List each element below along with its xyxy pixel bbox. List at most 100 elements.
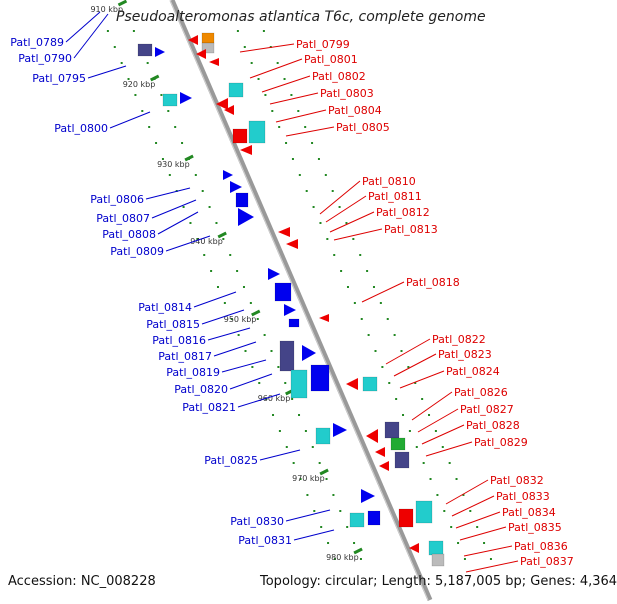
right-leader-line xyxy=(361,281,405,303)
track-dot xyxy=(201,190,204,192)
track-dot xyxy=(313,510,316,512)
gene-feature xyxy=(228,82,244,98)
track-dot xyxy=(285,142,288,144)
track-dot xyxy=(457,542,460,544)
track-dot xyxy=(216,286,219,288)
right-leader-line xyxy=(451,495,495,517)
track-dot xyxy=(317,158,320,160)
track-dot xyxy=(483,542,486,544)
track-dot xyxy=(106,30,109,32)
track-dot xyxy=(270,350,273,352)
right-leader-line xyxy=(239,43,295,53)
left-leader-line xyxy=(213,341,257,357)
gene-feature xyxy=(232,128,248,144)
track-dot xyxy=(306,494,309,496)
kbp-tick xyxy=(117,0,128,7)
track-dot xyxy=(215,222,218,224)
kbp-tick xyxy=(353,547,363,555)
track-dot xyxy=(290,94,293,96)
track-dot xyxy=(476,526,479,528)
gene-feature xyxy=(315,427,331,445)
gene-layer xyxy=(137,32,445,567)
kbp-label: 950 kbp xyxy=(224,315,257,324)
track-dot xyxy=(386,318,389,320)
track-dot xyxy=(132,30,135,32)
right-leader-line xyxy=(393,353,437,377)
track-dot xyxy=(222,238,225,240)
track-dot xyxy=(367,334,370,336)
track-dot xyxy=(229,254,232,256)
track-dot xyxy=(298,174,301,176)
left-leader-line xyxy=(207,327,251,341)
gene-feature-forward xyxy=(268,268,280,280)
track-dot xyxy=(134,94,137,96)
track-dot xyxy=(196,238,199,240)
track-dot xyxy=(127,78,130,80)
gene-feature xyxy=(431,553,445,567)
track-dot xyxy=(251,366,254,368)
track-dot xyxy=(333,254,336,256)
track-dot xyxy=(297,110,300,112)
right-leader-line xyxy=(249,58,303,79)
track-dot xyxy=(448,462,451,464)
track-dot xyxy=(318,462,321,464)
track-dot xyxy=(331,190,334,192)
right-leader-line xyxy=(269,92,319,105)
right-leader-line xyxy=(421,424,465,445)
right-gene-label: Patl_0828 xyxy=(466,419,520,432)
track-dot xyxy=(429,478,432,480)
gene-feature xyxy=(398,508,414,528)
right-gene-label: Patl_0813 xyxy=(384,223,438,236)
track-dot xyxy=(434,430,437,432)
track-dot xyxy=(182,206,185,208)
track-dot xyxy=(346,526,349,528)
right-gene-label: Patl_0834 xyxy=(502,506,556,519)
track-dot xyxy=(311,446,314,448)
track-dot xyxy=(320,526,323,528)
left-gene-label: Patl_0808 xyxy=(102,228,156,241)
track-dot xyxy=(359,558,362,560)
right-leader-line xyxy=(417,408,459,433)
right-gene-label: Patl_0827 xyxy=(460,403,514,416)
track-dot xyxy=(441,446,444,448)
right-leader-line xyxy=(385,338,431,365)
track-dot xyxy=(243,46,246,48)
kbp-label: 920 kbp xyxy=(123,80,156,89)
left-gene-label: Patl_0809 xyxy=(110,245,164,258)
gene-feature-forward xyxy=(302,345,316,361)
right-gene-label: Patl_0802 xyxy=(312,70,366,83)
kbp-label: 970 kbp xyxy=(292,474,325,483)
kbp-tick xyxy=(150,74,160,82)
gene-feature-forward xyxy=(155,47,165,57)
track-dot xyxy=(160,94,163,96)
track-dot xyxy=(395,398,398,400)
left-leader-line xyxy=(157,211,199,235)
right-leader-line xyxy=(445,479,489,505)
track-dot xyxy=(299,478,302,480)
track-dot xyxy=(236,270,239,272)
track-dot xyxy=(339,510,342,512)
right-gene-label: Patl_0823 xyxy=(438,348,492,361)
topology-text: Topology: circular; Length: 5,187,005 bp… xyxy=(260,574,617,589)
left-gene-label: Patl_0816 xyxy=(152,334,206,347)
right-gene-label: Patl_0804 xyxy=(328,104,382,117)
gene-feature-reverse xyxy=(278,227,290,237)
gene-feature xyxy=(162,93,178,107)
right-gene-label: Patl_0799 xyxy=(296,38,350,51)
left-leader-line xyxy=(285,509,331,522)
gene-feature-reverse xyxy=(319,314,329,322)
kbp-tick xyxy=(184,154,194,162)
gene-feature-forward xyxy=(361,489,375,503)
gene-feature-reverse xyxy=(379,461,389,471)
right-leader-line xyxy=(425,441,473,457)
left-leader-line xyxy=(221,359,267,373)
left-leader-line xyxy=(201,309,245,325)
left-gene-label: Patl_0821 xyxy=(182,401,236,414)
track-dot xyxy=(379,302,382,304)
left-leader-line xyxy=(87,65,127,79)
right-leader-line xyxy=(465,560,519,573)
track-dot xyxy=(155,142,158,144)
track-dot xyxy=(258,382,261,384)
gene-feature-reverse xyxy=(216,98,228,110)
